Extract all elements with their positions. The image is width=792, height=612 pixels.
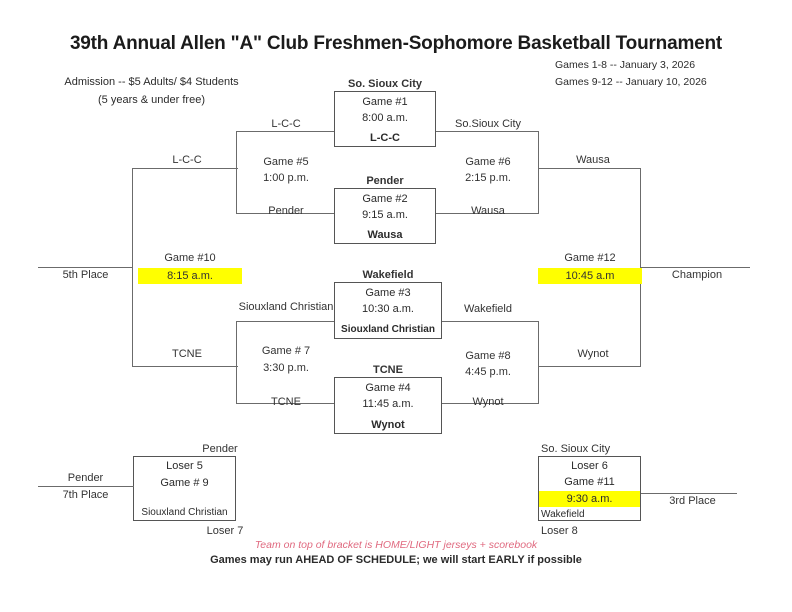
game-9-loser-bottom: Loser 7 <box>206 525 244 537</box>
game-9-label: Game # 9 <box>160 477 209 489</box>
game-3-time: 10:30 a.m. <box>362 303 414 315</box>
game-6-bottom-line <box>436 213 539 214</box>
game-7-bottom-team: TCNE <box>271 396 301 408</box>
game-4-bottom-team: Wynot <box>371 419 405 431</box>
fifth-place-label: 5th Place <box>62 269 109 281</box>
game-8-top-line <box>442 321 539 322</box>
game-1-box[interactable]: Game #1 8:00 a.m. L-C-C <box>334 91 436 147</box>
game-9-bottom-team: Siouxland Christian <box>141 507 228 518</box>
game-2-box[interactable]: Game #2 9:15 a.m. Wausa <box>334 188 436 244</box>
game-11-top-team: So. Sioux City <box>541 443 611 455</box>
game-6-top-line <box>436 131 539 132</box>
game-12-time[interactable]: 10:45 a.m <box>538 268 642 284</box>
game-1-label: Game #1 <box>362 96 408 108</box>
game-7-bottom-line <box>236 403 334 404</box>
game-3-box[interactable]: Game #3 10:30 a.m. Siouxland Christian <box>334 282 442 339</box>
game-5-bottom-team: Pender <box>268 205 304 217</box>
game-4-time: 11:45 a.m. <box>362 398 414 410</box>
seventh-place-label: 7th Place <box>62 489 109 501</box>
game-10-time[interactable]: 8:15 a.m. <box>138 268 242 284</box>
left-outer-top-feeder: L-C-C <box>172 154 202 166</box>
game-7-label: Game # 7 <box>261 345 311 357</box>
game-8-bottom-team: Wynot <box>472 396 504 408</box>
right-outer-bottom-feeder: Wynot <box>577 348 609 360</box>
left-outer-bottom-feeder: TCNE <box>172 348 202 360</box>
game-5-label: Game #5 <box>263 156 309 168</box>
game-11-label: Game #11 <box>564 476 615 488</box>
game-11-loser-bottom: Loser 8 <box>541 525 578 537</box>
game-11-loser-top: Loser 6 <box>571 460 608 472</box>
game-4-top-team: TCNE <box>373 364 403 376</box>
game-7-top-line <box>236 321 334 322</box>
game-6-bottom-team: Wausa <box>471 205 505 217</box>
game-2-label: Game #2 <box>362 193 408 205</box>
left-outer-bottom-line <box>132 366 238 367</box>
game-3-label: Game #3 <box>365 287 411 299</box>
game-2-bottom-team: Wausa <box>367 229 403 241</box>
game-6-vertical-line <box>538 131 539 213</box>
seventh-place-line <box>38 486 134 487</box>
game-8-label: Game #8 <box>465 350 511 362</box>
champion-line <box>640 267 750 268</box>
game-10-label: Game #10 <box>164 252 216 264</box>
game-11-time[interactable]: 9:30 a.m. <box>539 491 640 507</box>
game-12-label: Game #12 <box>564 252 616 264</box>
third-place-line <box>641 493 737 494</box>
game-7-top-team: Siouxland Christian <box>238 301 334 313</box>
game-2-top-team: Pender <box>366 175 404 187</box>
game-11-bottom-team: Wakefield <box>541 509 585 520</box>
game-4-box[interactable]: Game #4 11:45 a.m. Wynot <box>334 377 442 434</box>
game-9-box[interactable]: Loser 5 Game # 9 Siouxland Christian <box>133 456 236 521</box>
game-6-top-team: So.Sioux City <box>454 118 522 130</box>
third-place-label: 3rd Place <box>669 495 716 507</box>
game-8-vertical-line <box>538 321 539 403</box>
game-11-box[interactable]: Loser 6 Game #11 9:30 a.m. Wakefield <box>538 456 641 521</box>
game-5-top-line <box>236 131 334 132</box>
jersey-note: Team on top of bracket is HOME/LIGHT jer… <box>254 539 538 551</box>
page-title: 39th Annual Allen "A" Club Freshmen-Soph… <box>69 33 723 54</box>
game-9-left-team: Pender <box>67 472 104 484</box>
game-1-time: 8:00 a.m. <box>362 112 408 124</box>
game-1-bottom-team: L-C-C <box>370 132 400 144</box>
game-7-time: 3:30 p.m. <box>263 362 309 374</box>
fifth-place-line <box>38 267 133 268</box>
game-8-top-team: Wakefield <box>464 303 512 315</box>
champion-label: Champion <box>671 269 723 281</box>
dates-line-2: Games 9-12 -- January 10, 2026 <box>555 76 707 88</box>
game-5-top-team: L-C-C <box>271 118 301 130</box>
game-1-top-team: So. Sioux City <box>348 78 422 90</box>
admission-line-2: (5 years & under free) <box>98 94 205 106</box>
game-9-top-team: Pender <box>202 443 238 455</box>
game-5-bottom-line <box>236 213 334 214</box>
game-8-bottom-line <box>442 403 539 404</box>
game-5-vertical-line <box>236 131 237 213</box>
right-outer-bottom-line <box>538 366 641 367</box>
game-6-time: 2:15 p.m. <box>465 172 511 184</box>
game-8-time: 4:45 p.m. <box>465 366 511 378</box>
schedule-note: Games may run AHEAD OF SCHEDULE; we will… <box>210 554 582 566</box>
admission-line-1: Admission -- $5 Adults/ $4 Students <box>64 76 239 88</box>
right-outer-top-line <box>538 168 641 169</box>
game-9-loser-top: Loser 5 <box>166 460 203 472</box>
game-3-top-team: Wakefield <box>362 269 414 281</box>
game-3-bottom-team: Siouxland Christian <box>341 324 435 335</box>
game-5-feed-line <box>132 168 237 169</box>
game-4-label: Game #4 <box>365 382 411 394</box>
right-outer-top-feeder: Wausa <box>576 154 610 166</box>
game-5-time: 1:00 p.m. <box>263 172 309 184</box>
game-6-label: Game #6 <box>465 156 511 168</box>
game-2-time: 9:15 a.m. <box>362 209 408 221</box>
dates-line-1: Games 1-8 -- January 3, 2026 <box>555 59 696 71</box>
game-7-vertical-line <box>236 321 237 403</box>
